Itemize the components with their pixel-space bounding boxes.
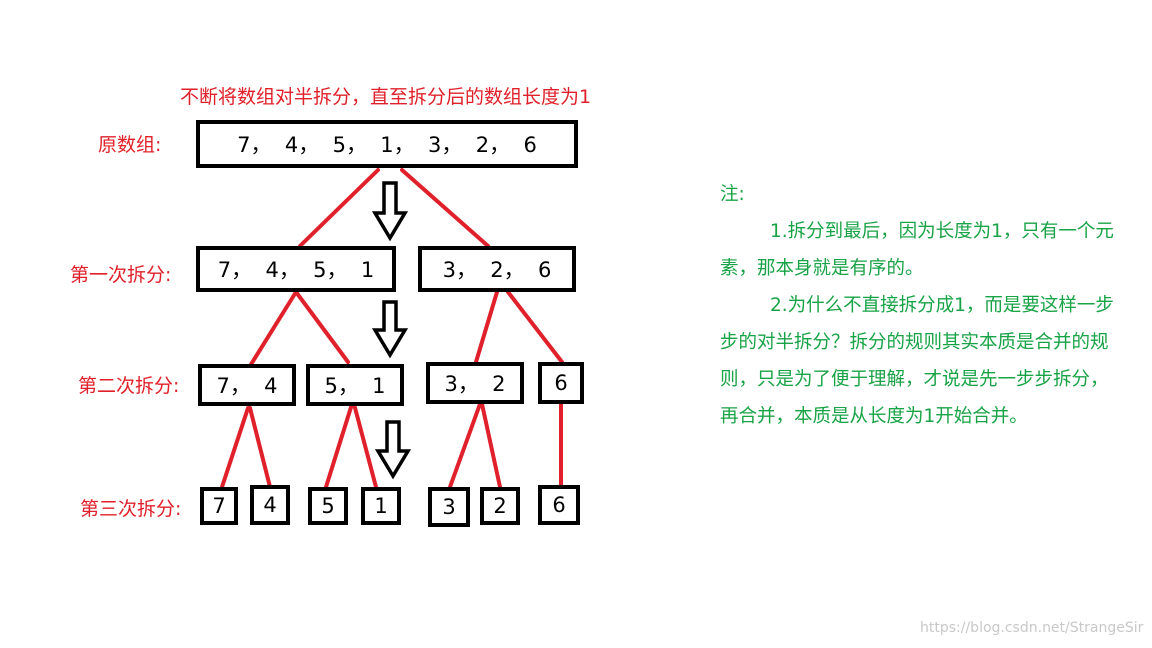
down-arrow-icon: [371, 181, 409, 242]
notes-panel: 注: 1.拆分到最后，因为长度为1，只有一个元素，那本身就是有序的。 2.为什么…: [720, 176, 1120, 435]
split-line: [448, 402, 482, 489]
split-line: [400, 168, 490, 248]
split-line: [298, 168, 380, 248]
row-label-second-split: 第二次拆分:: [78, 375, 180, 397]
down-arrow-icon: [374, 420, 412, 480]
split-line: [352, 402, 378, 489]
split-line: [480, 402, 502, 489]
third-split-box: 2: [480, 487, 520, 525]
second-split-box: 7， 4: [198, 364, 296, 406]
row-label-original: 原数组:: [98, 134, 162, 156]
split-line: [324, 402, 354, 489]
second-split-box: 3， 2: [426, 362, 524, 404]
row-label-third-split: 第三次拆分:: [80, 498, 182, 520]
split-line: [248, 290, 298, 368]
split-line: [220, 406, 250, 489]
second-split-box: 5， 1: [306, 364, 404, 406]
note-paragraph-1: 1.拆分到最后，因为长度为1，只有一个元素，那本身就是有序的。: [720, 221, 1114, 279]
split-line: [506, 290, 564, 364]
diagram-heading: 不断将数组对半拆分，直至拆分后的数组长度为1: [180, 86, 592, 108]
original-array-box: 7， 4， 5， 1， 3， 2， 6: [196, 120, 578, 168]
third-split-box: 3: [428, 487, 470, 527]
first-split-right-box: 3， 2， 6: [418, 246, 576, 292]
split-line: [248, 406, 272, 489]
row-label-first-split: 第一次拆分:: [70, 264, 172, 286]
third-split-box: 6: [538, 485, 580, 525]
note-title: 注:: [720, 184, 745, 205]
split-line: [294, 290, 350, 364]
down-arrow-icon: [371, 300, 409, 359]
third-split-box: 5: [308, 487, 348, 525]
down-arrows: [371, 181, 412, 480]
source-watermark: https://blog.csdn.net/StrangeSir: [920, 620, 1144, 636]
note-paragraph-2: 2.为什么不直接拆分成1，而是要这样一步步的对半拆分？拆分的规则其实本质是合并的…: [720, 295, 1114, 427]
split-line: [474, 290, 499, 364]
second-split-box: 6: [538, 362, 584, 404]
third-split-box: 1: [361, 487, 401, 525]
split-lines: [220, 168, 564, 489]
third-split-box: 4: [250, 485, 290, 525]
first-split-left-box: 7， 4， 5， 1: [196, 246, 396, 292]
third-split-box: 7: [200, 487, 238, 525]
